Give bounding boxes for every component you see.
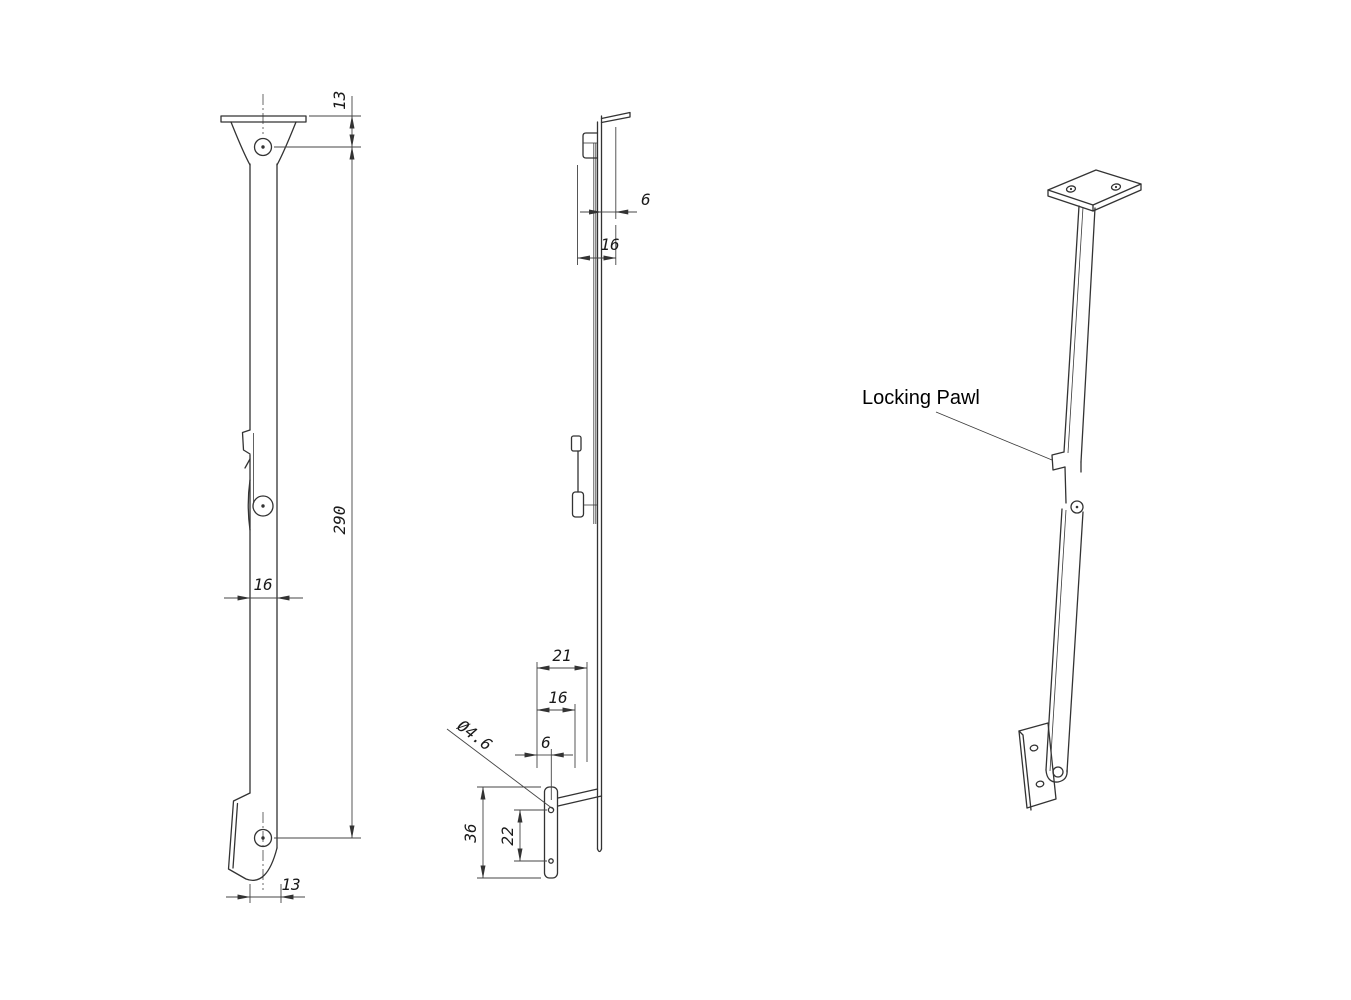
side-foot-diagonal: [557, 795, 603, 807]
dim-hole-offset-label: 6: [541, 733, 551, 752]
annotation-leader-line: [935, 411, 1053, 461]
iso-top-hole: [1065, 185, 1077, 193]
front-top-gusset-right: [276, 121, 297, 166]
iso-arm-end-cap: [1045, 769, 1068, 783]
dim-hole-spacing-label: 22: [498, 826, 517, 845]
dim-foot-depth-label: 21: [552, 646, 571, 665]
front-pivot-bulge: [247, 479, 251, 531]
side-view: [543, 111, 631, 879]
iso-foot-plate: [1018, 722, 1057, 809]
front-top-pivot-center: [261, 145, 265, 149]
iso-top-plate-thickness: [1092, 183, 1142, 212]
iso-bottom-pivot: [1052, 766, 1064, 778]
front-mid-pivot-center: [261, 504, 265, 508]
front-view: [220, 94, 307, 890]
side-foot-plate: [543, 786, 559, 879]
iso-top-hole: [1110, 183, 1122, 191]
front-top-pivot-hole: [253, 137, 273, 157]
locking-pawl-annotation: Locking Pawl: [862, 387, 980, 409]
dim-plate-height-label: 36: [461, 823, 480, 843]
iso-foot-hole: [1035, 780, 1045, 788]
front-foot-outline: [227, 792, 278, 881]
iso-foot-plate-thickness: [1018, 730, 1032, 811]
iso-upper-arm-edge: [1080, 207, 1096, 463]
iso-mid-pivot: [1070, 500, 1084, 514]
dim-plate-width-label: 16: [548, 688, 567, 707]
iso-top-hole-center: [1069, 187, 1073, 191]
front-pawl-notch: [241, 429, 251, 455]
front-mid-pivot-hole: [252, 495, 274, 517]
iso-lower-arm-face: [1049, 509, 1067, 772]
dim-overall-height-label: 290: [330, 506, 349, 535]
side-pawl-clip-upper: [570, 435, 582, 452]
dim-hole-diameter-label: Ø4.6: [454, 716, 496, 754]
iso-locking-pawl: [1051, 451, 1066, 471]
iso-pawl-edge: [1064, 466, 1067, 504]
dim-top-offset-label: 13: [330, 91, 349, 110]
front-top-plate: [220, 115, 307, 123]
side-dimensions: 6 16 21 16 6 Ø4.6 36 22: [446, 127, 651, 879]
front-foot-plate-edge: [232, 802, 239, 869]
side-foot-hole-upper: [547, 806, 555, 814]
leader-line: [446, 728, 554, 810]
iso-foot-hole: [1029, 744, 1039, 752]
iso-lower-arm-edge: [1066, 511, 1084, 773]
dim-hook-offset-label: 6: [641, 190, 651, 209]
side-pawl-clip-lower: [571, 491, 585, 518]
iso-top-hole-center: [1114, 185, 1118, 189]
dim-foot-offset-label: 13: [281, 875, 300, 894]
dim-hook-depth-label: 16: [600, 235, 619, 254]
iso-top-plate-thickness: [1047, 189, 1094, 212]
front-bottom-pivot-center: [261, 836, 265, 840]
iso-top-plate: [1047, 169, 1142, 206]
front-bottom-pivot-hole: [253, 828, 273, 848]
side-hook-tab: [582, 132, 599, 159]
iso-mid-pivot-center: [1075, 505, 1079, 509]
isometric-view: Locking Pawl: [862, 169, 1142, 811]
front-top-gusset-left: [230, 121, 251, 166]
side-web-bottom-cap: [596, 848, 603, 853]
side-top-flange: [600, 111, 631, 124]
side-foot-diagonal: [557, 788, 599, 799]
dim-arm-width-label: 16: [253, 575, 272, 594]
iso-upper-arm-face: [1067, 206, 1084, 454]
iso-upper-arm-edge: [1063, 205, 1080, 453]
front-pawl-edge: [244, 458, 251, 469]
side-foot-hole-lower: [548, 858, 554, 864]
front-dimensions: 13 290 16 13: [224, 91, 361, 903]
